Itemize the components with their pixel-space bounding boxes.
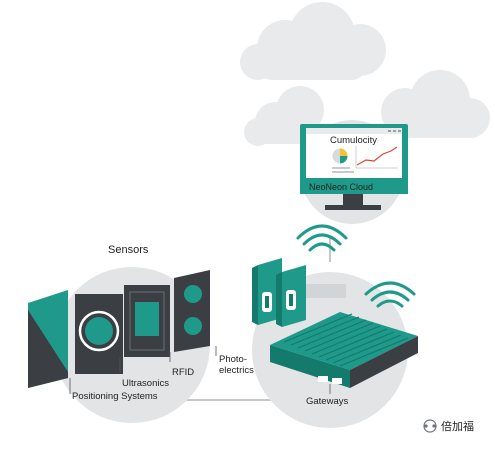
label-ultrasonics: Ultrasonics — [122, 378, 169, 389]
heatsink-fins — [283, 313, 409, 367]
wifi-signal-right — [364, 281, 416, 308]
gateways-label: Gateways — [306, 396, 348, 407]
rfid-sensor — [174, 270, 210, 352]
window-controls — [388, 130, 401, 132]
sensors-title: Sensors — [108, 244, 149, 256]
text-lines — [332, 167, 354, 173]
label-positioning-systems: Positioning Systems — [72, 391, 158, 402]
gateway-module-right — [276, 265, 306, 327]
line-chart-icon — [355, 146, 398, 169]
label-photo-line2: electrics — [219, 365, 254, 376]
ethernet-ports — [318, 376, 342, 384]
watermark-text: 倍加福 — [441, 419, 474, 433]
watermark-logo-icon — [423, 419, 437, 433]
label-rfid: RFID — [172, 367, 194, 378]
gateway-mount-bar — [306, 284, 346, 298]
monitor-caption: NeoNeon Cloud — [309, 182, 373, 192]
ultrasonic-sensor — [124, 285, 170, 357]
pie-chart-icon — [332, 148, 348, 164]
monitor-neck — [343, 194, 363, 206]
positioning-sensor — [28, 290, 68, 388]
monitor: Cumulocity NeoNeon Cloud — [300, 124, 408, 210]
wifi-signal-top — [296, 224, 348, 252]
label-photo-line1: Photo- — [219, 354, 247, 365]
cloud-top — [240, 2, 386, 80]
app-name: Cumulocity — [330, 135, 377, 146]
positioning-sensor-square — [75, 294, 123, 374]
gateway-box — [270, 312, 418, 388]
monitor-base — [325, 205, 381, 210]
